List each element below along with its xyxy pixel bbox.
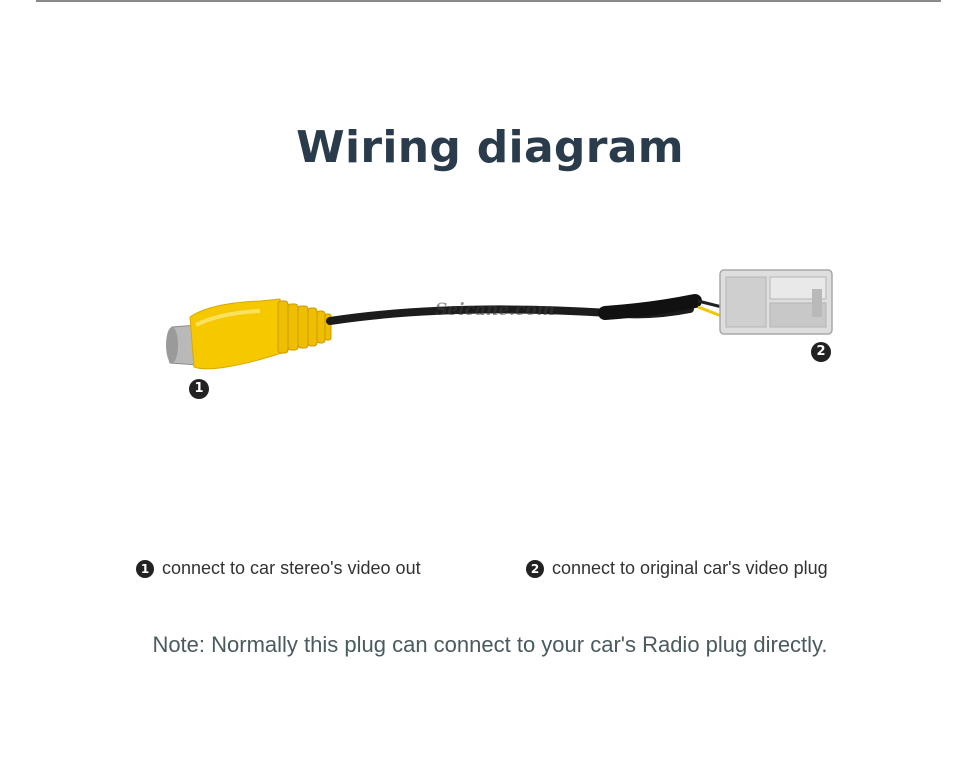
legend-text: connect to original car's video plug bbox=[552, 558, 828, 578]
legend-item-1: 1 connect to car stereo's video out bbox=[136, 558, 421, 579]
legend-item-2: 2 connect to original car's video plug bbox=[526, 558, 828, 579]
rca-tip-opening bbox=[166, 327, 178, 363]
legend-number-badge: 1 bbox=[136, 559, 154, 578]
page-title: Wiring diagram bbox=[296, 122, 684, 173]
marker-two-badge: 2 bbox=[811, 342, 831, 362]
watermark-text: Seicane.com bbox=[435, 300, 555, 320]
marker-one-badge: 1 bbox=[189, 379, 209, 399]
rca-strain-relief-ribs bbox=[277, 300, 332, 354]
top-divider bbox=[36, 0, 941, 2]
legend-text: connect to car stereo's video out bbox=[162, 558, 421, 578]
cable-illustration: Seicane.com bbox=[166, 269, 833, 370]
grey-connector-plug bbox=[719, 269, 833, 335]
rca-yellow-body bbox=[189, 298, 283, 370]
note-text: Note: Normally this plug can connect to … bbox=[152, 632, 828, 657]
legend-number-badge: 2 bbox=[526, 559, 544, 578]
heat-shrink-sleeve bbox=[598, 294, 702, 320]
